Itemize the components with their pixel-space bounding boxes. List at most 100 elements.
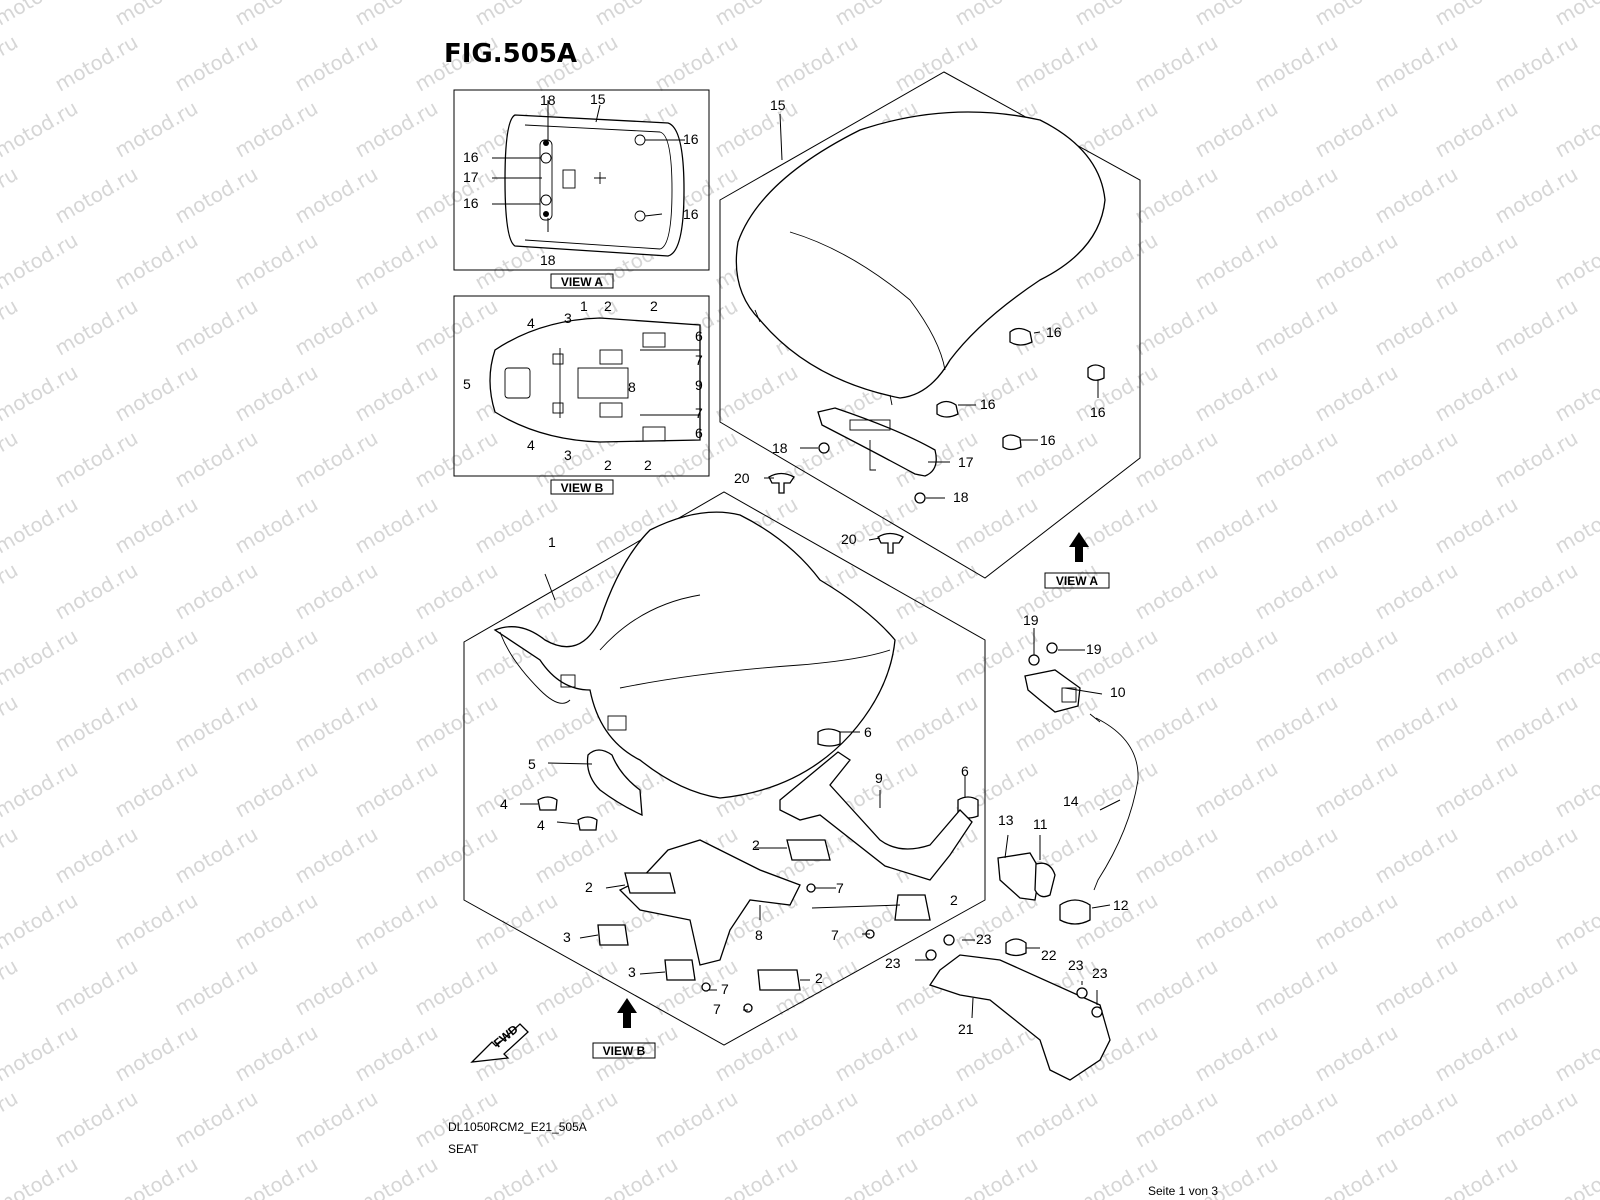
- callout: 8: [628, 379, 636, 395]
- watermark-text: motod.ru: [1311, 1152, 1402, 1200]
- callout: 10: [1110, 684, 1126, 700]
- watermark-text: motod.ru: [1311, 360, 1402, 427]
- callout: 23: [885, 955, 901, 971]
- callout: 5: [528, 756, 536, 772]
- callout: 16: [463, 195, 479, 211]
- callout: 16: [463, 149, 479, 165]
- diagram-name: SEAT: [448, 1142, 479, 1156]
- watermark-text: motod.ru: [1551, 360, 1600, 427]
- figure-title: FIG.505A: [444, 39, 577, 69]
- watermark-text: motod.ru: [1431, 624, 1522, 691]
- callout: 13: [998, 812, 1014, 828]
- watermark-text: motod.ru: [1011, 426, 1102, 493]
- watermark-text: motod.ru: [351, 96, 442, 163]
- watermark-text: motod.ru: [291, 294, 382, 361]
- watermark-text: motod.ru: [0, 954, 22, 1021]
- watermark-text: motod.ru: [711, 1152, 802, 1200]
- callout: 23: [1068, 957, 1084, 973]
- view-a-inset: 18 15 16 17 16 16 16 18: [453, 89, 710, 271]
- watermark-text: motod.ru: [111, 1020, 202, 1087]
- watermark-text: motod.ru: [831, 1152, 922, 1200]
- watermark-text: motod.ru: [1551, 624, 1600, 691]
- callout: 11: [1033, 816, 1048, 832]
- watermark-text: motod.ru: [171, 822, 262, 889]
- watermark-text: motod.ru: [1371, 690, 1462, 757]
- callout: 19: [1023, 612, 1039, 628]
- callout: 16: [1040, 432, 1056, 448]
- watermark-text: motod.ru: [411, 822, 502, 889]
- watermark-text: motod.ru: [171, 690, 262, 757]
- watermark-text: motod.ru: [1431, 756, 1522, 823]
- watermark-text: motod.ru: [1551, 0, 1600, 30]
- watermark-text: motod.ru: [1491, 558, 1582, 625]
- watermark-text: motod.ru: [231, 1020, 322, 1087]
- watermark-text: motod.ru: [351, 1152, 442, 1200]
- callout: 15: [590, 91, 606, 107]
- watermark-text: motod.ru: [231, 888, 322, 955]
- watermark-text: motod.ru: [591, 0, 682, 30]
- watermark-text: motod.ru: [1431, 0, 1522, 30]
- watermark-text: motod.ru: [1251, 426, 1342, 493]
- callout: 4: [527, 437, 535, 453]
- watermark-text: motod.ru: [1371, 954, 1462, 1021]
- view-b-tag: VIEW B: [550, 479, 614, 495]
- watermark-text: motod.ru: [0, 1152, 82, 1200]
- watermark-text: motod.ru: [891, 690, 982, 757]
- watermark-text: motod.ru: [1491, 822, 1582, 889]
- watermark-text: motod.ru: [291, 690, 382, 757]
- watermark-text: motod.ru: [711, 1020, 802, 1087]
- callout: 18: [953, 489, 969, 505]
- watermark-text: motod.ru: [1431, 888, 1522, 955]
- diagram-code: DL1050RCM2_E21_505A: [448, 1120, 587, 1134]
- watermark-text: motod.ru: [111, 888, 202, 955]
- watermark-text: motod.ru: [1251, 690, 1342, 757]
- callout: 7: [831, 927, 839, 943]
- callout: 22: [1041, 947, 1057, 963]
- watermark-text: motod.ru: [351, 492, 442, 559]
- callout: 23: [1092, 965, 1108, 981]
- watermark-text: motod.ru: [1551, 96, 1600, 163]
- watermark-text: motod.ru: [231, 492, 322, 559]
- watermark-text: motod.ru: [291, 426, 382, 493]
- watermark-text: motod.ru: [1131, 162, 1222, 229]
- watermark-text: motod.ru: [0, 1020, 82, 1087]
- watermark-text: motod.ru: [1491, 690, 1582, 757]
- watermark-text: motod.ru: [1191, 228, 1282, 295]
- watermark-text: motod.ru: [1431, 492, 1522, 559]
- watermark-text: motod.ru: [0, 426, 22, 493]
- watermark-text: motod.ru: [351, 624, 442, 691]
- watermark-text: motod.ru: [231, 624, 322, 691]
- watermark-text: motod.ru: [1311, 0, 1402, 30]
- watermark-text: motod.ru: [0, 0, 82, 30]
- callout: 17: [463, 169, 479, 185]
- watermark-text: motod.ru: [1251, 954, 1342, 1021]
- callout: 6: [695, 425, 703, 441]
- view-a-tag: VIEW A: [550, 273, 614, 289]
- watermark-text: motod.ru: [291, 558, 382, 625]
- watermark-text: motod.ru: [651, 1086, 742, 1153]
- watermark-text: motod.ru: [1551, 756, 1600, 823]
- watermark-text: motod.ru: [591, 1152, 682, 1200]
- callout: 23: [976, 931, 992, 947]
- callout: 14: [1063, 793, 1079, 809]
- watermark-text: motod.ru: [291, 822, 382, 889]
- watermark-text: motod.ru: [231, 360, 322, 427]
- watermark-text: motod.ru: [291, 30, 382, 97]
- callout: 4: [500, 796, 508, 812]
- watermark-text: motod.ru: [531, 954, 622, 1021]
- watermark-text: motod.ru: [1131, 1086, 1222, 1153]
- watermark-text: motod.ru: [831, 492, 922, 559]
- watermark-text: motod.ru: [1311, 492, 1402, 559]
- callout: 2: [585, 879, 593, 895]
- watermark-text: motod.ru: [1071, 624, 1162, 691]
- svg-text:VIEW B: VIEW B: [561, 481, 604, 495]
- watermark-text: motod.ru: [411, 690, 502, 757]
- watermark-text: motod.ru: [231, 0, 322, 30]
- watermark-text: motod.ru: [1371, 1086, 1462, 1153]
- watermark-text: motod.ru: [1431, 1020, 1522, 1087]
- watermark-text: motod.ru: [51, 426, 142, 493]
- watermark-text: motod.ru: [1311, 756, 1402, 823]
- watermark-text: motod.ru: [111, 0, 202, 30]
- watermark-text: motod.ru: [0, 294, 22, 361]
- callout: 3: [564, 447, 572, 463]
